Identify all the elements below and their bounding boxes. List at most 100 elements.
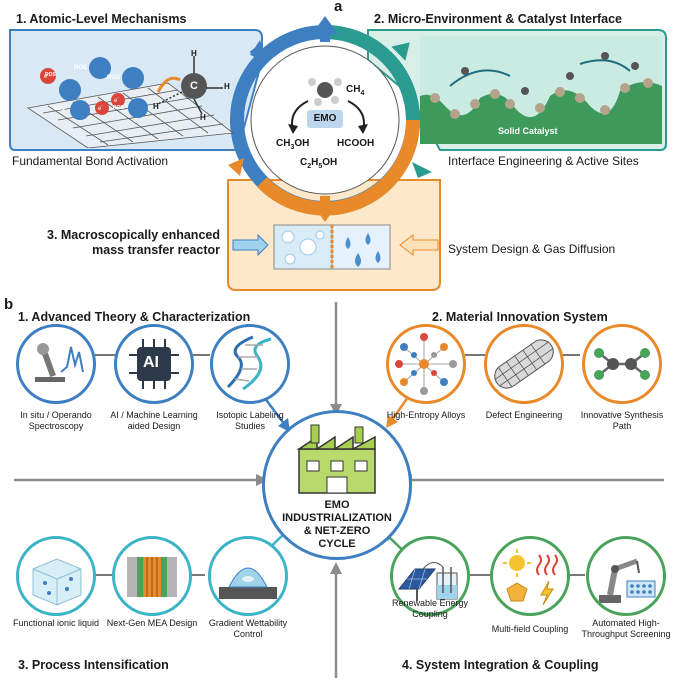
synthesis-molecule-icon [594, 348, 650, 380]
ros-4 [70, 100, 90, 120]
q3-item3-circle [208, 536, 288, 616]
carbon-label: C [190, 80, 198, 92]
center-line1: EMO [324, 499, 350, 511]
renewable-energy-icon [397, 562, 458, 601]
ros-label-4: ROS [54, 106, 65, 112]
arrow-down [314, 206, 336, 222]
multi-field-icon [503, 549, 558, 606]
arrow-upright [391, 42, 410, 61]
hub-hcooh: HCOOH [337, 138, 375, 149]
ros-label-5: ROS [113, 105, 124, 111]
hydrogen-label-right: H [224, 82, 230, 91]
q2-item3-circle [582, 324, 662, 404]
q2-item2-caption: Defect Engineering [485, 410, 563, 420]
ionic-liquid-icon [32, 558, 82, 606]
flow-arrow-1 [449, 69, 511, 87]
box3-subtitle: System Design & Gas Diffusion [448, 242, 616, 256]
reactor-liquid-chamber [331, 224, 391, 270]
q1-title: 1. Advanced Theory & Characterization [18, 310, 251, 324]
q1-item1-caption: In situ / Operando Spectroscopy [20, 410, 92, 431]
electron-3 [95, 101, 109, 115]
box1-title: 1. Atomic-Level Mechanisms [16, 12, 187, 26]
electron-label-3: e- [98, 103, 104, 112]
activation-arrow [156, 76, 181, 93]
arrow-up [312, 16, 338, 42]
factory-icon [296, 424, 376, 494]
box2-subtitle: Interface Engineering & Active Sites [448, 154, 639, 168]
nanotube-icon [494, 339, 554, 389]
arrow-downleft [228, 158, 244, 176]
robot-arm-icon [599, 558, 656, 603]
hub-emo-label: EMO [307, 110, 343, 128]
q2-item3-caption: Innovative Synthesis Path [580, 410, 664, 431]
hub-ch3oh: CH3OH [276, 138, 310, 151]
electron-1 [40, 68, 56, 84]
ros-1 [59, 79, 81, 101]
hydrogen-label-left: H [153, 102, 159, 111]
solid-catalyst-surface [420, 82, 662, 144]
panel-a-letter: a [334, 0, 343, 15]
q1-item3-caption: Isotopic Labeling Studies [216, 410, 284, 431]
q2-item2-circle [484, 324, 564, 404]
q4-item3-circle [586, 536, 666, 616]
q4-item2-caption: Multi-field Coupling [491, 624, 569, 634]
ros-5 [128, 98, 148, 118]
hub-arrows [288, 100, 368, 134]
atomic-illustration [26, 56, 235, 148]
center-line3: & NET-ZERO [303, 525, 371, 537]
methane-molecules [461, 52, 639, 95]
ros-label-2: ROS [74, 65, 88, 71]
hydrogen-label-bottom: H [200, 113, 206, 122]
center-circle: EMO INDUSTRIALIZATION & NET-ZERO CYCLE [262, 410, 412, 560]
q4-item2-circle [490, 536, 570, 616]
q2-title: 2. Material Innovation System [432, 310, 608, 324]
box1-subtitle: Fundamental Bond Activation [12, 154, 169, 168]
q4-item1-circle [390, 536, 470, 616]
droplets [345, 233, 381, 267]
reactor-illustration [232, 224, 439, 270]
carbon-atom [181, 73, 207, 99]
catalyst-particles [430, 78, 653, 119]
bubbles [281, 230, 325, 265]
inlet-arrow [232, 233, 269, 257]
arrow-downright [412, 162, 432, 178]
q4-title: 4. System Integration & Coupling [402, 658, 599, 672]
electron-label-2: e- [114, 95, 120, 104]
q3-item2-caption: Next-Gen MEA Design [106, 618, 198, 628]
electron-2 [111, 93, 125, 107]
catalyst-illustration [420, 36, 662, 144]
flow-arrow-2 [579, 59, 631, 72]
box2-title: 2. Micro-Environment & Catalyst Interfac… [374, 12, 622, 26]
q3-title: 3. Process Intensification [18, 658, 169, 672]
mea-stack-icon [127, 557, 177, 597]
wettability-droplet-icon [219, 567, 277, 599]
ros-3 [122, 67, 144, 89]
methane-molecule-icon [308, 78, 342, 106]
ros-label-1: ROS [45, 72, 56, 78]
hub-ring-teal [324, 25, 420, 121]
q3-item2-circle [112, 536, 192, 616]
center-line4: CYCLE [318, 538, 356, 550]
electron-label-1: e- [44, 71, 50, 80]
ros-2 [89, 57, 111, 79]
microscope-icon [35, 343, 84, 382]
hydrogen-label-top: H [191, 49, 197, 58]
q1-item3-circle [210, 324, 290, 404]
ai-chip-label: AI [143, 354, 159, 371]
hub-c2h5oh: C2H5OH [300, 157, 338, 170]
high-entropy-alloy-icon [395, 333, 457, 395]
q2-item1-circle [386, 324, 466, 404]
q1-item2-circle: AI [114, 324, 194, 404]
center-line2: INDUSTRIALIZATION [282, 512, 392, 524]
q4-item1-caption: Renewable Energy Coupling [391, 598, 469, 619]
hub-ch4: CH4 [346, 84, 365, 97]
q4-item3-caption: Automated High-Throughput Screening [581, 618, 671, 639]
q3-item1-circle [16, 536, 96, 616]
q1-item1-circle [16, 324, 96, 404]
q3-item3-caption: Gradient Wettability Control [208, 618, 288, 639]
panel-b-letter: b [4, 296, 14, 313]
q2-item1-caption: High-Entropy Alloys [386, 410, 466, 420]
solid-catalyst-label: Solid Catalyst [498, 126, 558, 136]
q3-item1-caption: Functional ionic liquid [12, 618, 100, 628]
